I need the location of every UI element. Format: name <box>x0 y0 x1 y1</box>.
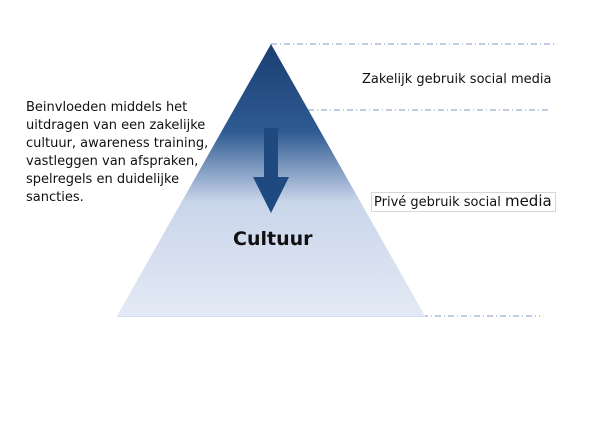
private-use-label-main: Privé gebruik social <box>374 195 505 210</box>
pyramid-label: Cultuur <box>233 228 313 250</box>
description-line: cultuur, awareness training, <box>26 136 209 151</box>
description-line: sancties. <box>26 190 84 205</box>
description-line: Beinvloeden middels het <box>26 100 188 115</box>
description-line: uitdragen van een zakelijke <box>26 118 206 133</box>
down-arrow <box>253 128 289 213</box>
description-line: vastleggen van afspraken, <box>26 154 199 169</box>
business-use-label: Zakelijk gebruik social media <box>362 72 552 87</box>
description-line: spelregels en duidelijke <box>26 172 180 187</box>
private-use-label-end: media <box>504 192 552 210</box>
influence-description: Beinvloeden middels het uitdragen van ee… <box>26 99 241 207</box>
private-use-label: Privé gebruik social media <box>371 192 556 212</box>
